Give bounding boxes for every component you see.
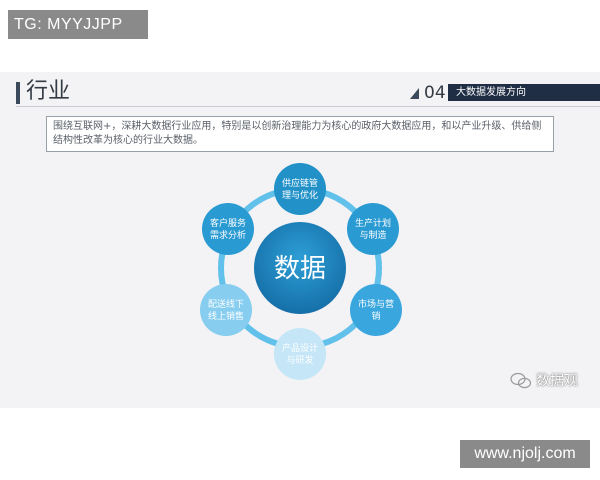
slide-title: 行业 <box>26 79 71 104</box>
center-circle <box>254 222 346 314</box>
header-divider <box>16 106 600 107</box>
node-circle-marketing <box>350 284 402 336</box>
node-label-supply-chain: 供应链管理与优化 <box>281 179 318 201</box>
node-label-product-design: 产品设计与研发 <box>281 344 318 366</box>
center-label: 数据 <box>273 254 326 284</box>
node-circle-production <box>347 203 399 255</box>
node-label-customer-service: 客户服务需求分析 <box>209 219 246 241</box>
node-label-delivery: 配送线下线上销售 <box>207 300 244 322</box>
node-label-production: 生产计划与制造 <box>354 219 391 241</box>
wechat-icon <box>510 372 532 389</box>
node-circle-delivery <box>200 284 252 336</box>
section-label: 大数据发展方向 <box>448 84 600 101</box>
top-watermark-tag: TG: MYYJJPP <box>8 10 148 39</box>
node-label-marketing: 市场与营销 <box>357 300 394 322</box>
section-number: 04 <box>424 83 446 103</box>
node-circle-product-design <box>274 328 326 380</box>
bottom-url-tag: www.njolj.com <box>460 440 590 468</box>
title-accent-bar <box>16 82 20 104</box>
watermark-text: 数据观 <box>536 373 578 389</box>
section-triangle-icon <box>410 88 419 99</box>
intro-textbox: 围绕互联网+，深耕大数据行业应用，特别是以创新治理能力为核心的政府大数据应用，和… <box>46 116 554 152</box>
node-circle-customer-service <box>202 203 254 255</box>
node-circle-supply-chain <box>274 163 326 215</box>
